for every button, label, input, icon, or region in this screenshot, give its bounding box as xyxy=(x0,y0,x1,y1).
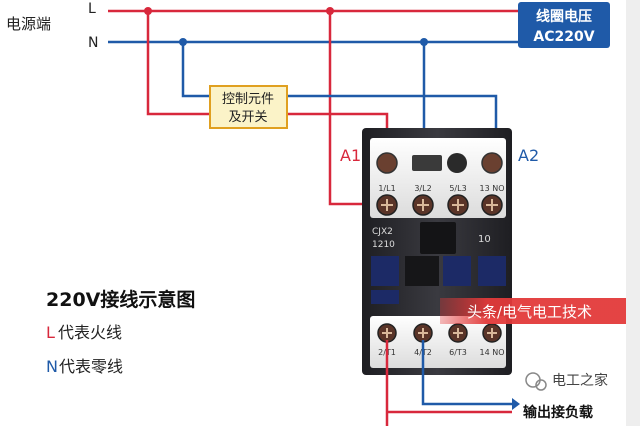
rating-label: 10 xyxy=(478,234,491,245)
legend-l-letter: L xyxy=(46,323,55,342)
blue-window xyxy=(443,256,471,286)
control-element-box xyxy=(209,85,288,129)
lower-blue-block xyxy=(371,290,399,304)
wechat-icon-dot xyxy=(535,379,547,391)
a1-label: A1 xyxy=(340,146,361,165)
source-label: 电源端 xyxy=(6,15,51,33)
wechat-icon xyxy=(525,372,541,388)
watermark-banner-text: 头条/电气电工技术 xyxy=(467,303,592,321)
model-line1: CJX2 xyxy=(372,227,393,237)
center-slot xyxy=(420,222,456,254)
bottom-terminal-block xyxy=(370,316,506,368)
legend-title: 220V接线示意图 xyxy=(46,288,195,311)
coil-voltage-line1: 线圈电压 xyxy=(536,8,592,25)
top-terminal-label: 13 NO xyxy=(479,184,504,193)
bottom-terminal-label: 6/T3 xyxy=(449,348,467,357)
blue-window xyxy=(478,256,506,286)
control-line1: 控制元件 xyxy=(222,92,274,107)
brand-name: 电工之家 xyxy=(552,372,608,389)
coil-terminal-a2 xyxy=(481,152,503,174)
legend-l-text: 代表火线 xyxy=(58,323,122,342)
coil-voltage-line2: AC220V xyxy=(533,29,594,45)
line-n-label: N xyxy=(88,35,98,51)
top-terminal-label: 1/L1 xyxy=(378,184,395,193)
top-terminal-label: 3/L2 xyxy=(414,184,431,193)
a2-label: A2 xyxy=(518,146,539,165)
indicator-window xyxy=(447,153,467,173)
model-line2: 1210 xyxy=(372,240,395,250)
output-label-box xyxy=(520,400,610,422)
brand-watermark: 电工之家 xyxy=(525,372,608,391)
coil-voltage-box xyxy=(518,2,610,48)
coil-terminal-a1 xyxy=(376,152,398,174)
bottom-terminal-label: 14 NO xyxy=(479,348,504,357)
scrollbar-track[interactable] xyxy=(626,0,640,426)
control-line2: 及开关 xyxy=(228,110,267,125)
watermark-banner xyxy=(440,298,626,324)
top-terminal-block xyxy=(370,138,506,218)
center-recess xyxy=(405,256,439,286)
line-l-label: L xyxy=(88,1,96,17)
top-terminal-label: 5/L3 xyxy=(449,184,466,193)
legend-n-letter: N xyxy=(46,357,58,376)
live-wire-control xyxy=(146,11,210,116)
blue-window xyxy=(371,256,399,286)
contactor: 1/L1 3/L2 5/L3 13 NO CJX2 1210 10 xyxy=(362,128,512,375)
coil-slot xyxy=(412,155,442,171)
output-arrow xyxy=(512,398,520,410)
output-label: 输出接负载 xyxy=(523,404,593,421)
output-wire-neutral xyxy=(421,340,512,406)
legend-n-text: 代表零线 xyxy=(59,357,123,376)
